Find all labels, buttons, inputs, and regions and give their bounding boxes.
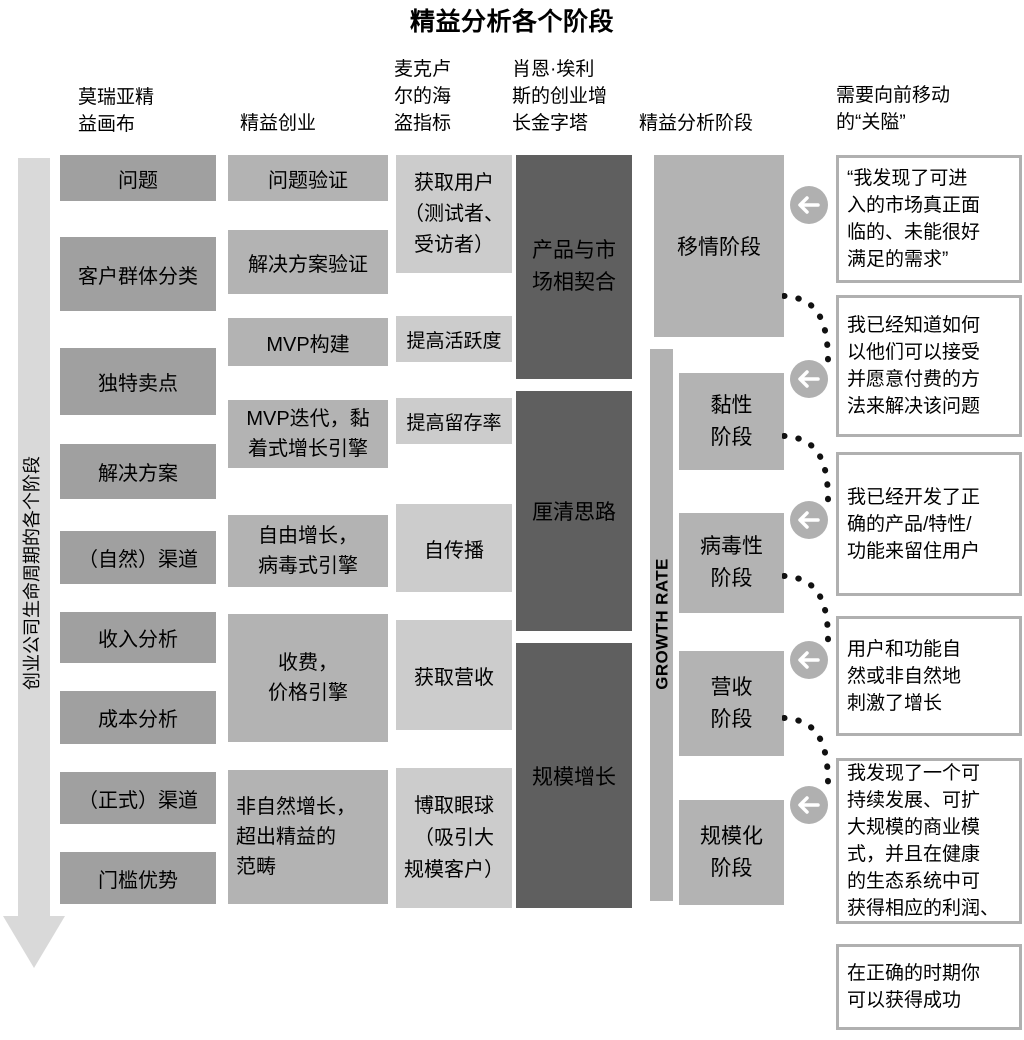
lean-canvas-box[interactable]: 问题 xyxy=(60,155,216,201)
lean-startup-box[interactable]: 收费， 价格引擎 xyxy=(228,614,388,742)
lean-canvas-box[interactable]: 独特卖点 xyxy=(60,348,216,415)
pirate-metrics-box[interactable]: 自传播 xyxy=(396,504,512,592)
lean-startup-box[interactable]: 自由增长， 病毒式引擎 xyxy=(228,515,388,587)
pirate-metrics-box[interactable]: 博取眼球 （吸引大 规模客户） xyxy=(396,768,512,908)
lean-canvas-box[interactable]: （自然）渠道 xyxy=(60,531,216,584)
lean-analytics-box[interactable]: 规模化 阶段 xyxy=(679,800,784,905)
gate-box[interactable]: 我已经开发了正 确的产品/特性/ 功能来留住用户 xyxy=(836,452,1022,596)
pirate-metrics-box[interactable]: 获取营收 xyxy=(396,620,512,730)
lean-startup-box[interactable]: 解决方案验证 xyxy=(228,230,388,294)
gate-arrow-icon xyxy=(789,359,829,399)
page-title: 精益分析各个阶段 xyxy=(409,8,614,36)
pirate-metrics-box[interactable]: 获取用户 （测试者、 受访者） xyxy=(396,155,512,273)
lean-analytics-box[interactable]: 移情阶段 xyxy=(654,155,784,337)
dotted-connector xyxy=(782,290,838,370)
lean-startup-box[interactable]: MVP构建 xyxy=(228,318,388,366)
column-header-lean-canvas: 莫瑞亚精 益画布 xyxy=(78,87,155,135)
lean-analytics-box[interactable]: 病毒性 阶段 xyxy=(679,513,784,613)
column-header-lean-analytics: 精益分析阶段 xyxy=(639,113,754,134)
lifecycle-axis-shaft xyxy=(18,158,50,918)
lean-startup-box[interactable]: 问题验证 xyxy=(228,155,388,201)
lean-canvas-box[interactable]: （正式）渠道 xyxy=(60,772,216,824)
growth-rate-axis-bar xyxy=(650,349,673,901)
pirate-metrics-box[interactable]: 提高留存率 xyxy=(396,398,512,444)
gate-box[interactable]: 我发现了一个可 持续发展、可扩 大规模的商业模 式，并且在健康 的生态系统中可 … xyxy=(836,758,1022,924)
lean-analytics-box[interactable]: 营收 阶段 xyxy=(679,651,784,756)
gate-box[interactable]: 在正确的时期你 可以获得成功 xyxy=(836,944,1022,1030)
pirate-metrics-box[interactable]: 提高活跃度 xyxy=(396,316,512,362)
lean-canvas-box[interactable]: 收入分析 xyxy=(60,612,216,663)
growth-pyramid-box[interactable]: 厘清思路 xyxy=(516,391,632,631)
growth-pyramid-box[interactable]: 规模增长 xyxy=(516,643,632,908)
column-header-lean-startup: 精益创业 xyxy=(240,113,317,134)
column-header-growth-pyramid: 肖恩·埃利 斯的创业增 长金字塔 xyxy=(512,59,608,134)
gate-arrow-icon xyxy=(789,640,829,680)
lean-canvas-box[interactable]: 门槛优势 xyxy=(60,852,216,904)
gate-arrow-icon xyxy=(789,785,829,825)
lean-startup-box[interactable]: MVP迭代，黏 着式增长引擎 xyxy=(228,400,388,468)
lean-startup-box[interactable]: 非自然增长， 超出精益的 范畴 xyxy=(228,770,388,904)
lean-canvas-box[interactable]: 成本分析 xyxy=(60,691,216,744)
down-arrow-icon xyxy=(3,916,65,968)
gate-box[interactable]: “我发现了可进 入的市场真正面 临的、未能很好 满足的需求” xyxy=(836,155,1022,283)
gate-arrow-icon xyxy=(789,500,829,540)
lifecycle-axis-label: 创业公司生命周期的各个阶段 xyxy=(22,456,42,690)
dotted-connector xyxy=(782,712,838,792)
dotted-connector xyxy=(782,430,838,508)
column-header-pirate-metrics: 麦克卢 尔的海 盗指标 xyxy=(394,59,452,134)
growth-pyramid-box[interactable]: 产品与市 场相契合 xyxy=(516,155,632,379)
lean-canvas-box[interactable]: 解决方案 xyxy=(60,444,216,499)
gate-arrow-icon xyxy=(789,185,829,225)
growth-rate-axis-label: GROWTH RATE xyxy=(652,558,672,690)
lean-analytics-box[interactable]: 黏性 阶段 xyxy=(679,373,784,470)
lean-canvas-box[interactable]: 客户群体分类 xyxy=(60,237,216,311)
dotted-connector xyxy=(782,570,838,648)
gate-box[interactable]: 我已经知道如何 以他们可以接受 并愿意付费的方 法来解决该问题 xyxy=(836,295,1022,437)
gate-box[interactable]: 用户和功能自 然或非自然地 刺激了增长 xyxy=(836,616,1022,736)
column-header-gates: 需要向前移动 的“关隘” xyxy=(836,85,951,133)
